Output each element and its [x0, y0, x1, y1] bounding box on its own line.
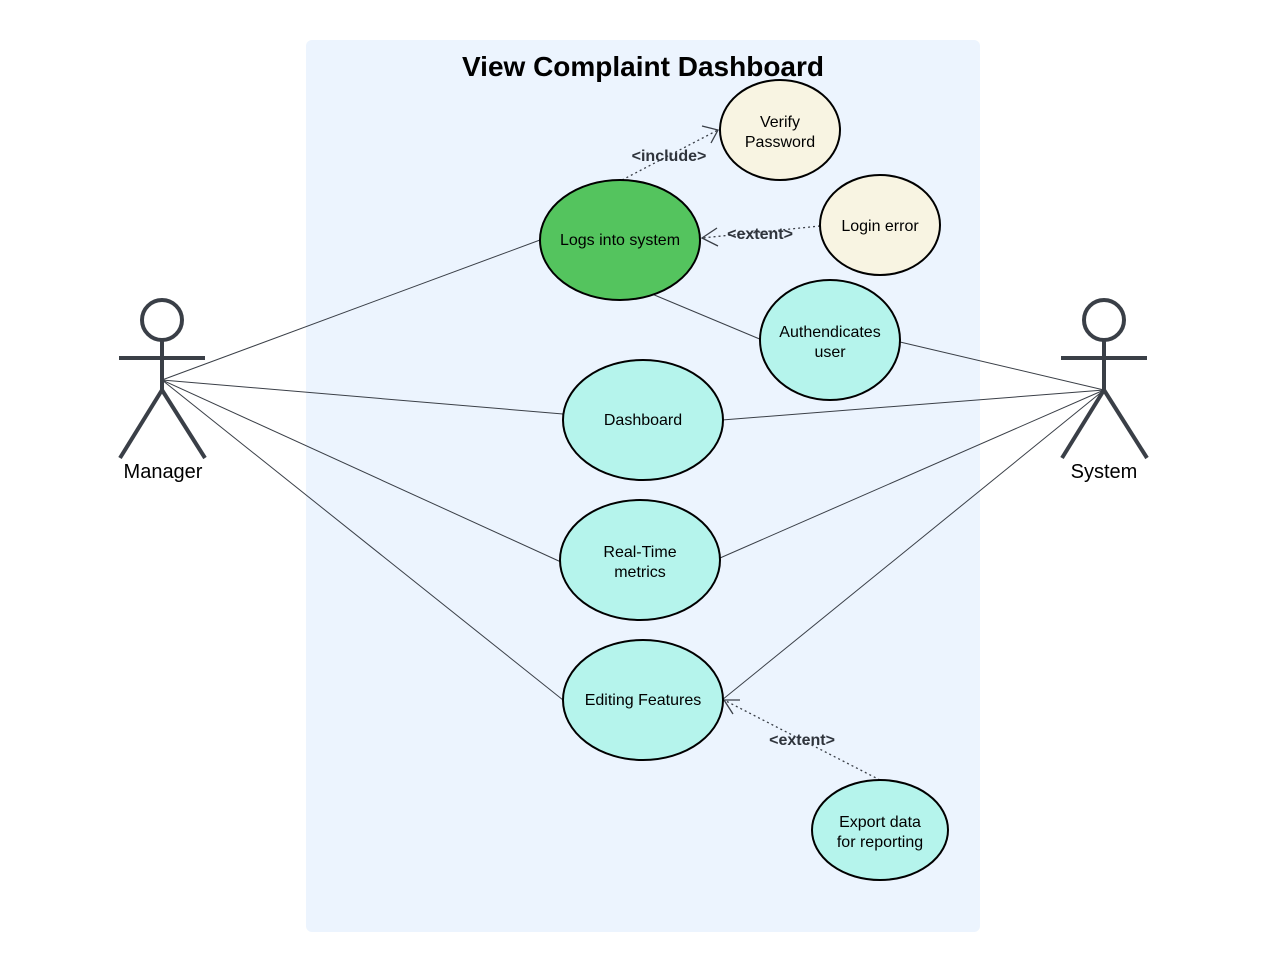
use-case-label: Editing Features [585, 692, 702, 709]
association-system-dashboard [721, 389, 1105, 421]
actor-label: System [1071, 461, 1138, 483]
actor-manager[interactable]: Manager [118, 298, 207, 483]
association-manager-logs-into-system [161, 239, 541, 381]
use-case-label: Dashboard [604, 412, 682, 429]
use-case-editing-features[interactable]: Editing Features [562, 639, 724, 761]
use-case-label: Authendicates [779, 324, 880, 341]
use-case-export-data[interactable]: Export data for reporting [811, 779, 949, 881]
association-manager-editing-features [161, 379, 564, 701]
use-case-label: Verify [760, 114, 800, 131]
use-case-dashboard[interactable]: Dashboard [562, 359, 724, 481]
use-case-logs-into-system[interactable]: Logs into system [539, 179, 701, 301]
association-logs-authenticates [651, 293, 763, 341]
use-case-label: user [814, 344, 846, 361]
association-manager-dashboard [161, 379, 564, 415]
actor-label: Manager [124, 461, 203, 483]
association-system-authenticates-user [899, 341, 1105, 391]
use-case-label: Login error [841, 218, 919, 235]
association-system-editing-features [721, 389, 1105, 701]
use-case-label: Real-Time [603, 544, 676, 561]
use-case-label: for reporting [837, 834, 923, 851]
use-case-real-time-metrics[interactable]: Real-Time metrics [559, 499, 721, 621]
use-case-verify-password[interactable]: Verify Password [719, 79, 841, 181]
extent-relationship-login-error: <extent> [700, 225, 821, 247]
use-case-label: Password [745, 134, 815, 151]
stick-figure-icon [118, 298, 207, 460]
diagram-title: View Complaint Dashboard [462, 51, 824, 82]
actor-system[interactable]: System [1060, 298, 1149, 483]
use-case-label: metrics [614, 564, 666, 581]
extent-label-export-data: <extent> [769, 732, 835, 749]
include-label: <include> [632, 148, 707, 165]
include-relationship: <include> [621, 125, 719, 181]
extent-label-login-error: <extent> [727, 226, 793, 243]
use-case-authenticates-user[interactable]: Authendicates user [759, 279, 901, 401]
association-manager-real-time-metrics [161, 379, 562, 563]
use-case-login-error[interactable]: Login error [819, 174, 941, 276]
association-system-real-time-metrics [719, 389, 1105, 559]
stick-figure-icon [1060, 298, 1149, 460]
use-case-label: Logs into system [560, 232, 680, 249]
system-boundary [306, 40, 980, 932]
use-case-label: Export data [839, 814, 921, 831]
